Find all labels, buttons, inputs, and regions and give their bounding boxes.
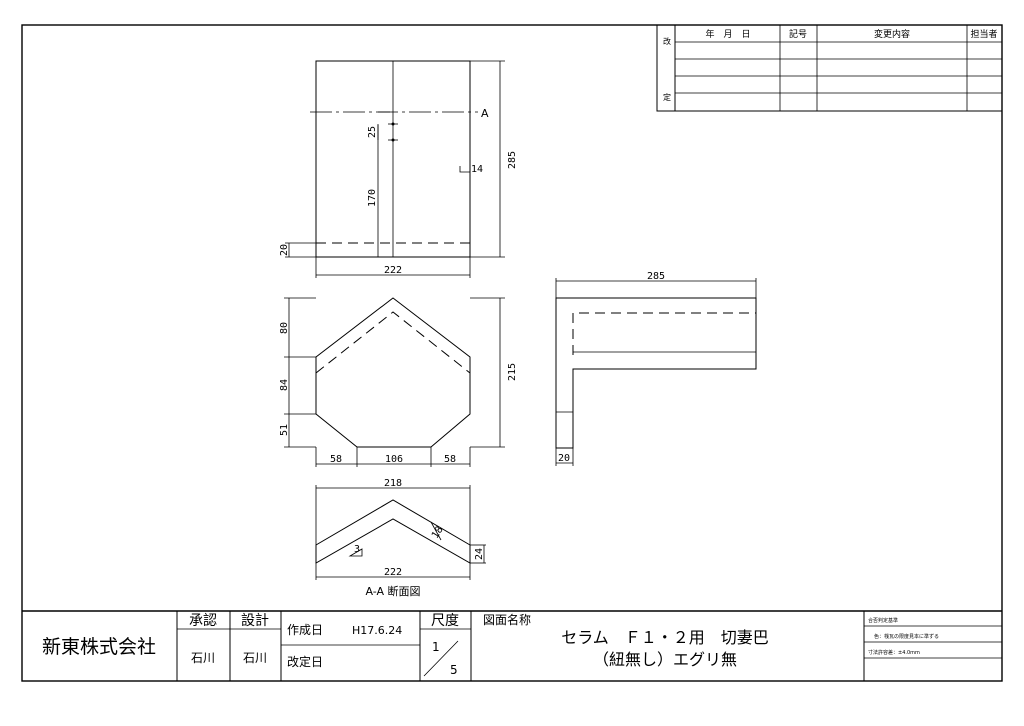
- section-mark: A: [481, 107, 489, 120]
- dim-58-left: 58: [330, 454, 342, 465]
- dim-285: 285: [507, 151, 518, 169]
- created-label: 作成日: [287, 623, 323, 637]
- design-label: 設計: [241, 613, 269, 629]
- dim-222-section: 222: [384, 567, 402, 578]
- dim-106: 106: [385, 454, 403, 465]
- plan-view-outline: [315, 297, 471, 448]
- sheet-border: [21, 24, 1003, 682]
- criteria-tolerance: 寸法許容差：±4.0mm: [868, 649, 920, 656]
- side-view: 285 20: [555, 271, 757, 466]
- dim-80: 80: [279, 322, 290, 334]
- section-title: A-A 断面図: [365, 584, 420, 598]
- revision-header-date: 年 月 日: [705, 28, 750, 40]
- approval-label: 承認: [189, 613, 217, 629]
- drawing-name-line1: セラム Ｆ１・２用 切妻巴: [561, 628, 769, 647]
- revision-header-person: 担当者: [970, 28, 997, 40]
- dim-218: 218: [384, 478, 402, 489]
- revised-label: 改定日: [287, 654, 323, 669]
- plan-view-hidden-line: [315, 311, 471, 374]
- dim-285-side: 285: [647, 271, 665, 282]
- revision-header-content: 変更内容: [874, 28, 910, 40]
- design-name: 石川: [243, 651, 267, 665]
- approval-name: 石川: [191, 651, 215, 665]
- title-block: 新東株式会社 承認 石川 設計 石川 作成日 H17.6.24 改定日 尺度 1…: [22, 610, 1002, 681]
- revision-side-top: 改: [663, 36, 671, 46]
- criteria-title: 合否判定基準: [868, 617, 898, 624]
- dim-222-front: 222: [384, 265, 402, 276]
- dim-18: 18: [430, 525, 446, 541]
- revision-header-symbol: 記号: [789, 28, 807, 40]
- scale-denominator: 5: [450, 663, 458, 677]
- dim-51: 51: [279, 424, 290, 436]
- dim-215: 215: [507, 363, 518, 381]
- scale-numerator: 1: [432, 640, 440, 654]
- section-view: 218 18 3 24 222 A-A 断面図: [315, 478, 486, 598]
- section-view-outline: [315, 499, 471, 564]
- revision-table: 改 定 年 月 日 記号 変更内容 担当者: [656, 24, 1003, 112]
- company-name: 新東株式会社: [42, 636, 156, 658]
- dim-84: 84: [279, 379, 290, 391]
- dim-170: 170: [367, 189, 378, 207]
- revision-side-bottom: 定: [663, 92, 671, 102]
- dim-24: 24: [474, 548, 485, 560]
- plan-view: 80 84 51 215 58 106 58: [279, 297, 518, 467]
- side-view-outline: [555, 297, 757, 449]
- created-date: H17.6.24: [352, 624, 402, 637]
- side-view-hidden-line: [572, 312, 756, 355]
- drawing-name-line2: （紐無し）エグリ無: [593, 650, 737, 669]
- criteria-color: 色：桟瓦の限度見本に準ずる: [874, 633, 939, 640]
- dim-3: 3: [354, 544, 360, 555]
- dim-58-right: 58: [444, 454, 456, 465]
- dim-20-side: 20: [558, 453, 570, 464]
- drawing-name-label: 図面名称: [483, 612, 531, 627]
- dim-20-front: 20: [279, 244, 290, 256]
- dim-14: 14: [471, 164, 483, 175]
- scale-label: 尺度: [431, 613, 459, 629]
- dim-25: 25: [367, 126, 378, 138]
- front-view: A 25 170 14 285 20 222: [279, 60, 518, 278]
